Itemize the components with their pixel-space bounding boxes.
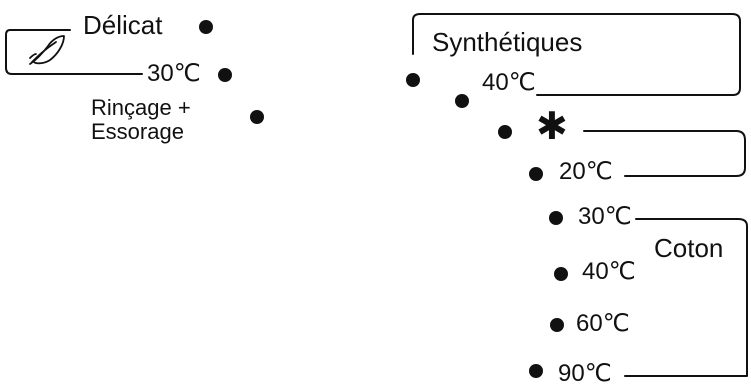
coton-60-dot[interactable]	[550, 318, 564, 332]
synthetiques-temp-label: 40℃	[482, 69, 536, 96]
coton-label: Coton	[654, 233, 724, 263]
coton-30-label: 30℃	[578, 203, 632, 230]
coton-20-label: 20℃	[559, 158, 613, 185]
rincage-essorage-dot[interactable]	[250, 110, 264, 124]
delicat-30-dot[interactable]	[218, 68, 232, 82]
coton-right-line	[624, 218, 748, 377]
coton-20-dot[interactable]	[529, 167, 543, 181]
delicat-dot[interactable]	[199, 20, 213, 34]
coton-90-dot[interactable]	[529, 364, 543, 378]
feather-icon	[29, 35, 65, 65]
coton-upper-bracket	[583, 130, 746, 177]
delicat-temp-label: 30℃	[147, 60, 201, 87]
cold-dot[interactable]	[498, 125, 512, 139]
rincage-essorage-label: Rinçage + Essorage	[91, 95, 191, 144]
coton-40-dot[interactable]	[554, 267, 568, 281]
delicat-label: Délicat	[83, 10, 163, 40]
snowflake-icon: ✱	[536, 106, 568, 148]
coton-60-label: 60℃	[576, 310, 630, 337]
synthetiques-bracket	[412, 13, 741, 96]
delicat-bracket	[5, 29, 143, 75]
coton-40-label: 40℃	[582, 258, 636, 285]
coton-30-dot[interactable]	[549, 211, 563, 225]
synthetiques-40-dot[interactable]	[455, 94, 469, 108]
coton-90-label: 90℃	[558, 360, 612, 387]
synthetiques-dot[interactable]	[406, 73, 420, 87]
synthetiques-label: Synthétiques	[432, 27, 583, 57]
